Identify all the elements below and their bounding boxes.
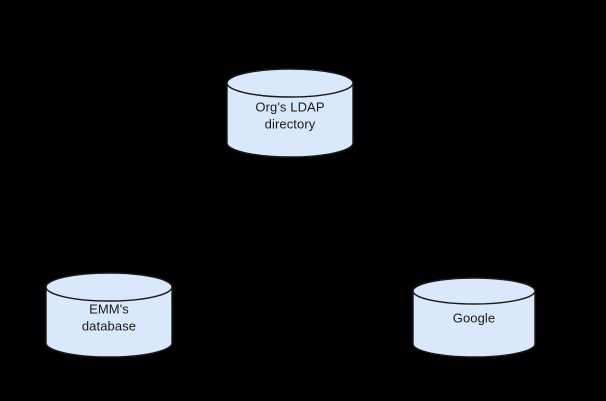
google-node[interactable]: Google bbox=[412, 277, 536, 358]
cylinder-shape-icon bbox=[226, 68, 354, 158]
cylinder-shape-icon bbox=[412, 277, 536, 358]
cylinder-shape-icon bbox=[45, 272, 173, 358]
emm-database-node[interactable]: EMM's database bbox=[45, 272, 173, 358]
ldap-directory-node[interactable]: Org's LDAP directory bbox=[226, 68, 354, 158]
